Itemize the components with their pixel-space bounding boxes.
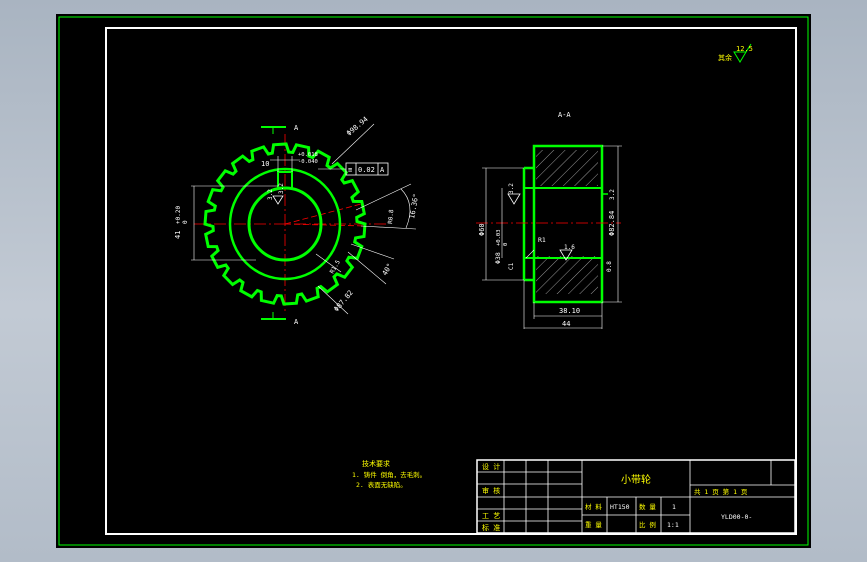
outer-dia-value: Φ98.94 — [345, 115, 370, 137]
drawing-sheet[interactable]: 其余 12.5 A A 41 +0.20 0 — [56, 14, 811, 548]
groove-radius-value: R0.8 — [387, 209, 395, 224]
material-value: HT150 — [610, 503, 630, 511]
section-hub-outline — [522, 166, 534, 282]
section-title: A-A — [558, 111, 571, 119]
general-roughness-note: 其余 12.5 — [718, 43, 753, 63]
roughness-symbol-leader — [745, 43, 752, 53]
section-hatch-bottom — [536, 256, 598, 294]
notes-item-1: 1. 铸件 倒角，去毛刺。 — [352, 470, 426, 479]
dim-hub-depth: 41 +0.20 0 — [174, 185, 278, 261]
row-label-process: 工 艺 — [482, 512, 500, 520]
dim-keyway-width: 10 +0.018 -0.040 — [261, 152, 318, 172]
quantity-value: 1 — [672, 503, 676, 511]
dim-right-diameter: Φ82.84 3.2 0.8 — [602, 145, 622, 303]
keyway-tol-lower: -0.040 — [298, 159, 318, 165]
bore-tol-lower: 0 — [503, 243, 509, 246]
row-label-review: 审 核 — [482, 486, 500, 495]
hub-outer-circle — [228, 167, 342, 281]
keyway-roughness-value: 3.2 — [267, 189, 274, 200]
angle-value: 16.36° — [408, 193, 420, 219]
cut-marker-bottom-label: A — [294, 318, 299, 326]
front-small-value: 3.2 — [278, 183, 285, 194]
row-label-design: 设 计 — [482, 462, 500, 471]
drawing-number: YLD00-0- — [721, 513, 752, 521]
chamfer-value: C1 — [508, 262, 515, 270]
geometric-tolerance-frame: ≡ 0.02 A — [318, 162, 389, 176]
inner-radius-value: R1.5 — [329, 259, 342, 275]
drawing-frame — [105, 27, 797, 535]
gtol-datum: A — [380, 166, 385, 174]
gtol-value: 0.02 — [358, 166, 375, 174]
notes-title: 技术要求 — [362, 459, 390, 468]
pulley-tooth-profile — [203, 142, 367, 306]
drawing-viewport[interactable]: 其余 12.5 A A 41 +0.20 0 — [56, 14, 811, 548]
row-label-standard: 标 准 — [482, 523, 500, 532]
roughness-symbol-icon — [733, 51, 747, 63]
bore-circle — [247, 186, 323, 262]
section-radius-value: R1 — [538, 236, 546, 244]
front-radial-line-1 — [284, 203, 362, 225]
keyway-tol-upper: +0.018 — [298, 152, 318, 158]
bore-value: Φ38 — [494, 252, 502, 264]
sheet-outer-border — [58, 16, 809, 546]
roughness-value: 12.5 — [736, 45, 753, 53]
total-width-value: 44 — [562, 320, 570, 328]
left-dia-value: Φ60 — [478, 223, 486, 236]
title-block — [476, 459, 796, 534]
gtol-symbol: ≡ — [348, 166, 352, 174]
title-block-text: 设 计 审 核 工 艺 标 准 小带轮 材 料 HT150 数 量 1 重 量 … — [482, 462, 752, 532]
technical-notes: 技术要求 1. 铸件 倒角，去毛刺。 2. 表面无缺陷。 — [352, 459, 426, 489]
section-view: A-A Φ60 Φ38 +0.03 0 C1 — [476, 111, 622, 329]
bore-tol-upper: +0.03 — [496, 229, 502, 246]
keyway-roughness: 3.2 3.2 — [267, 183, 285, 205]
front-view: A A 41 +0.20 0 10 +0.018 — [174, 115, 420, 326]
right-dia-value: Φ82.84 — [608, 211, 616, 236]
section-roughness-marks: 3.2 1.6 R1 — [507, 183, 575, 261]
material-label: 材 料 — [585, 502, 602, 511]
dim-angle-right: 16.36° R0.8 — [355, 183, 420, 230]
scale-label: 比 例 — [639, 520, 656, 529]
front-radial-line-2 — [284, 223, 367, 227]
dim-widths: 38.10 44 — [523, 280, 603, 329]
scale-value: 1:1 — [667, 521, 679, 529]
dim-angle-lower: 40° R1.5 — [315, 243, 395, 285]
dim-left-diameter: Φ60 Φ38 +0.03 0 C1 — [478, 167, 524, 281]
inner-width-value: 38.10 — [559, 307, 580, 315]
part-name: 小带轮 — [621, 473, 651, 486]
quantity-label: 数 量 — [639, 502, 656, 511]
hub-depth-tol-upper: +0.20 — [175, 206, 182, 224]
roughness-prefix: 其余 — [718, 53, 732, 62]
rough1-value: 3.2 — [508, 183, 515, 194]
cut-marker-top-label: A — [294, 124, 299, 132]
sheet-count: 共 1 页 第 1 页 — [694, 487, 748, 496]
keyway-roughness-icon — [272, 195, 284, 205]
keyway-width-value: 10 — [261, 160, 269, 168]
rough3-value: 1.6 — [564, 244, 575, 251]
right-roughness-value: 3.2 — [609, 189, 616, 200]
flank-value: 0.8 — [606, 261, 613, 272]
roughness-left-icon — [507, 193, 521, 205]
dim-outer-diameter: Φ98.94 — [331, 115, 375, 165]
weight-label: 重 量 — [585, 521, 602, 529]
notes-item-2: 2. 表面无缺陷。 — [356, 480, 407, 489]
hub-depth-tol-lower: 0 — [182, 220, 189, 224]
angle2-value: 40° — [381, 262, 394, 277]
hub-depth-value: 41 — [174, 231, 182, 239]
section-hatch-top — [536, 150, 598, 186]
roughness-bore-icon — [559, 249, 573, 261]
keyway-outline — [277, 171, 293, 188]
